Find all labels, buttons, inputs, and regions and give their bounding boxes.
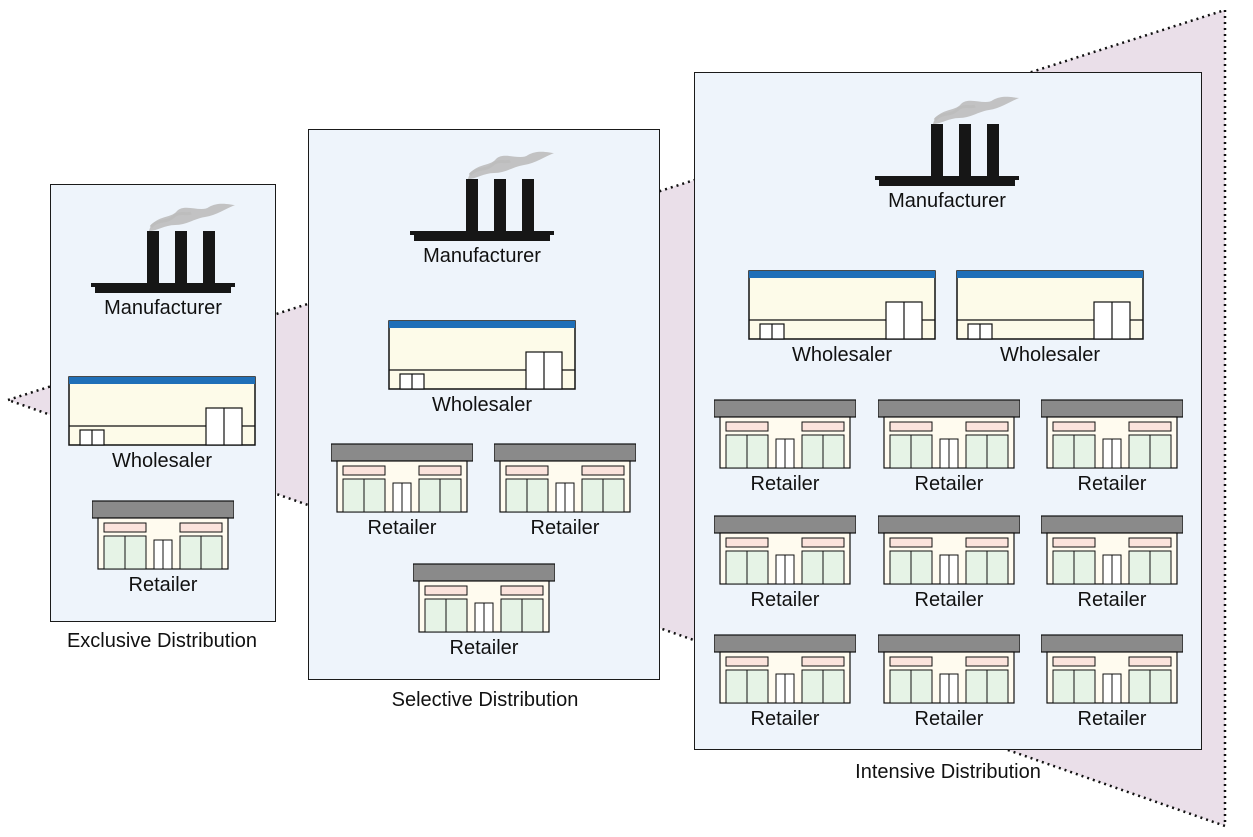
retailer-node: Retailer [494,443,636,539]
storefront-icon [413,563,555,633]
wholesaler-label: Wholesaler [791,344,893,366]
retailer-label: Retailer [449,637,519,659]
wholesaler-label: Wholesaler [999,344,1101,366]
manufacturer-label: Manufacturer [104,297,222,319]
warehouse-icon [68,376,256,446]
retailer-node: Retailer [331,443,473,539]
storefront-icon [714,634,856,704]
retailer-label: Retailer [1077,473,1147,495]
retailer-label: Retailer [1077,589,1147,611]
storefront-icon [92,500,234,570]
manufacturer-label: Manufacturer [888,190,1006,212]
retailer-label: Retailer [914,473,984,495]
retailer-node: Retailer [878,634,1020,730]
storefront-icon [331,443,473,513]
factory-icon [91,197,235,293]
retailer-node: Retailer [714,634,856,730]
manufacturer-label: Manufacturer [423,245,541,267]
storefront-icon [714,515,856,585]
factory-icon [875,90,1019,186]
retailer-label: Retailer [750,473,820,495]
retailer-label: Retailer [750,589,820,611]
caption-intensive: Intensive Distribution [855,761,1041,783]
retailer-node: Retailer [714,399,856,495]
retailer-label: Retailer [750,708,820,730]
retailer-label: Retailer [530,517,600,539]
storefront-icon [1041,634,1183,704]
factory-icon [410,145,554,241]
wholesaler-label: Wholesaler [111,450,213,472]
warehouse-icon [388,320,576,390]
retailer-node: Retailer [413,563,555,659]
retailer-label: Retailer [128,574,198,596]
manufacturer-node: Manufacturer [91,197,235,319]
wholesaler-node: Wholesaler [748,270,936,366]
wholesaler-node: Wholesaler [956,270,1144,366]
storefront-icon [1041,515,1183,585]
manufacturer-node: Manufacturer [875,90,1019,212]
storefront-icon [494,443,636,513]
retailer-label: Retailer [1077,708,1147,730]
retailer-node: Retailer [714,515,856,611]
retailer-node: Retailer [1041,634,1183,730]
storefront-icon [878,515,1020,585]
retailer-label: Retailer [914,708,984,730]
wholesaler-label: Wholesaler [431,394,533,416]
retailer-node: Retailer [1041,515,1183,611]
retailer-node: Retailer [878,515,1020,611]
manufacturer-node: Manufacturer [410,145,554,267]
storefront-icon [714,399,856,469]
warehouse-icon [748,270,936,340]
retailer-node: Retailer [1041,399,1183,495]
storefront-icon [878,634,1020,704]
retailer-label: Retailer [914,589,984,611]
wholesaler-node: Wholesaler [388,320,576,416]
retailer-node: Retailer [92,500,234,596]
retailer-label: Retailer [367,517,437,539]
caption-exclusive: Exclusive Distribution [66,630,258,652]
caption-selective: Selective Distribution [391,689,579,711]
retailer-node: Retailer [878,399,1020,495]
wholesaler-node: Wholesaler [68,376,256,472]
storefront-icon [1041,399,1183,469]
warehouse-icon [956,270,1144,340]
storefront-icon [878,399,1020,469]
